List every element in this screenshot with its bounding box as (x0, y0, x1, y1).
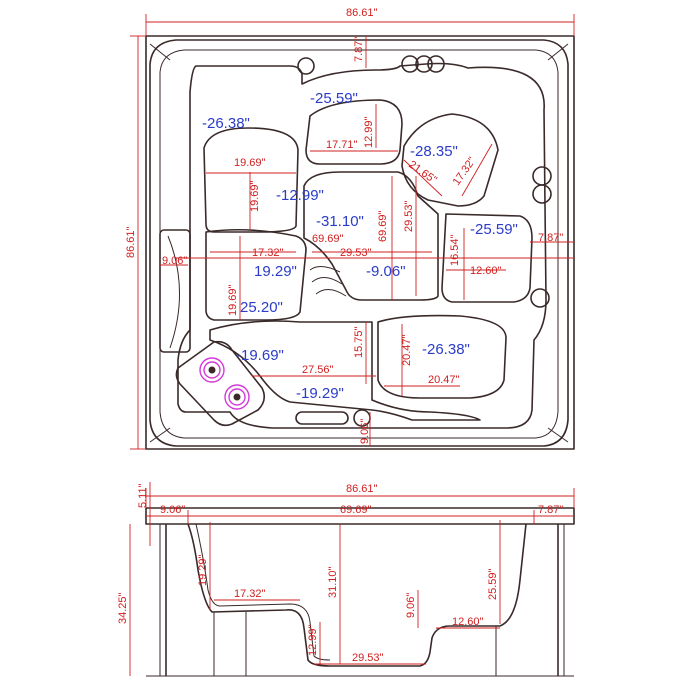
cup-holder (532, 166, 552, 186)
seat-top-right (401, 113, 499, 207)
corner-line (547, 427, 569, 443)
dim-step-width: 12.60" (452, 616, 484, 628)
cup-holder (427, 55, 445, 73)
depth-label: -26.38" (422, 341, 470, 358)
dim-overall-width: 86.61" (346, 7, 378, 19)
dim-label: 9.06" (162, 255, 187, 267)
corner-line (149, 43, 171, 61)
dim-seat-right-height: 25.59" (487, 568, 499, 600)
dim-label: 69.69" (377, 210, 389, 242)
corner-line (547, 43, 569, 61)
dim-label: 17.71" (326, 139, 358, 151)
top-view (130, 14, 575, 450)
cup-holder (532, 184, 552, 204)
dim-label: 9.06" (359, 419, 371, 444)
seat-right (441, 213, 533, 303)
shell-inner-rim (159, 49, 559, 439)
seat-top-left (203, 127, 299, 233)
lounge-channel (209, 320, 481, 421)
depth-label: -26.38" (202, 115, 250, 132)
dim-label: 7.87" (538, 232, 563, 244)
cup-holder (530, 288, 550, 308)
depth-label: -25.59" (470, 221, 518, 238)
dim-overall-depth: 86.61" (125, 226, 137, 258)
seat-left (205, 228, 307, 321)
cup-holder (415, 55, 433, 73)
seat-top-center (305, 99, 403, 165)
dim-seat-left-height: 19.29" (197, 554, 209, 586)
center-footwell (303, 171, 439, 301)
dim-total-height: 34.25" (117, 592, 129, 624)
side-view (129, 482, 575, 677)
dim-label: 20.47" (428, 374, 460, 386)
dim-rim-height: 5.11" (137, 483, 149, 508)
dim-label: 69.69" (312, 233, 344, 245)
dim-label: 15.75" (353, 326, 365, 358)
corner-line (149, 427, 171, 443)
shell-rim (149, 39, 569, 447)
depth-label: -25.59" (310, 90, 358, 107)
jet-control-1 (199, 357, 225, 383)
side-shell-inner (195, 523, 331, 661)
depth-label: -12.99" (276, 187, 324, 204)
dim-label: 17.32" (252, 247, 284, 259)
dim-label: 19.69" (249, 180, 261, 212)
depth-label: -28.35" (410, 143, 458, 160)
dim-label: 16.54" (449, 234, 461, 266)
side-view-labels: 86.61" 5.11" 34.25" 9.06" 69.69" 7.87" 1… (117, 483, 563, 664)
dim-right-wall: 7.87" (538, 504, 563, 516)
depth-label: 19.29" (254, 263, 297, 280)
depth-label: 25.20" (240, 299, 283, 316)
dim-label: 29.53" (340, 247, 372, 259)
waterfall-slot (295, 411, 349, 425)
floor-texture (309, 266, 341, 273)
dim-left-wall: 9.06" (160, 504, 185, 516)
dim-label: 12.99" (363, 116, 375, 148)
depth-label: -19.69" (236, 347, 284, 364)
depth-label: -31.10" (316, 213, 364, 230)
dim-label: 19.69" (227, 284, 239, 316)
dim-label: 7.87" (353, 37, 365, 62)
filter-curve (167, 235, 181, 349)
cup-holder (297, 57, 315, 75)
dim-label: 12.60" (470, 265, 502, 277)
jet-control-2 (224, 384, 250, 410)
dim-footwell-height: 12.99" (307, 624, 319, 656)
dim-footwell-width: 29.53" (352, 652, 384, 664)
dim-side-width: 86.61" (346, 483, 378, 495)
dim-label: 19.69" (234, 157, 266, 169)
dim-line (403, 159, 443, 197)
dim-label: 29.53" (403, 200, 415, 232)
control-panel (175, 340, 266, 427)
cup-holder (401, 55, 419, 73)
dim-inner-width: 69.69" (340, 504, 372, 516)
depth-label: -9.06" (366, 263, 406, 280)
filter-panel (159, 229, 191, 353)
dim-step-height: 9.06" (405, 593, 417, 618)
dim-center-depth: 31.10" (327, 566, 339, 598)
dim-seat-left-depth: 17.32" (234, 588, 266, 600)
floor-texture (311, 277, 343, 285)
dim-label: 27.56" (302, 364, 334, 376)
side-shell-profile (187, 523, 527, 667)
dim-label: 20.47" (401, 334, 413, 366)
floor-texture (315, 289, 347, 297)
cabinet-outline (145, 35, 575, 450)
depth-label: -19.29" (296, 385, 344, 402)
shell-interior (177, 62, 547, 429)
dim-line (461, 143, 493, 197)
seat-bottom-right (377, 314, 507, 399)
